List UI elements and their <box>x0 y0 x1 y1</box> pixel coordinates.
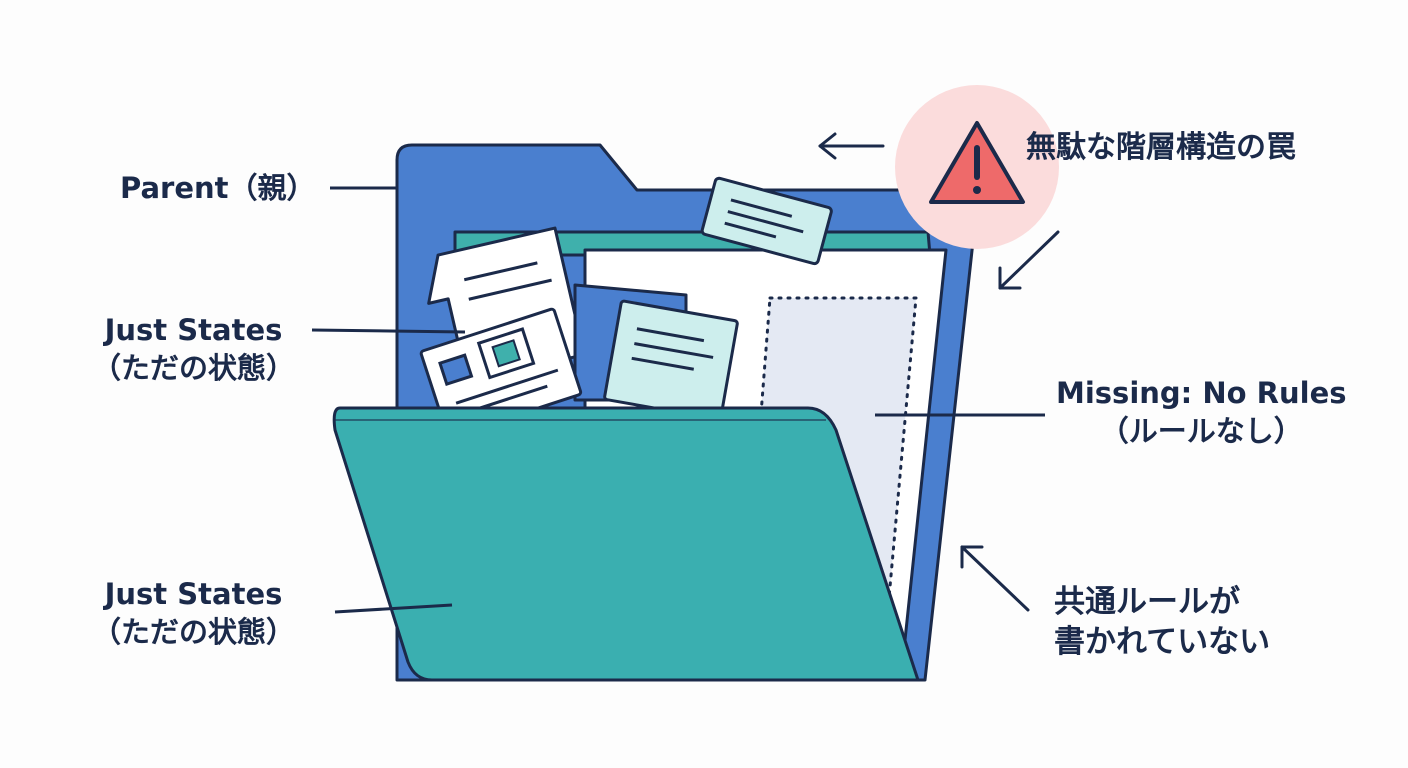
warning-triangle-icon <box>929 121 1025 204</box>
arrow-down-left-icon <box>998 230 1060 290</box>
label-parent-text: Parent（親） <box>120 171 316 205</box>
sticky-note-front <box>603 299 739 421</box>
label-just-states-bottom-line2: （ただの状態） <box>92 614 296 649</box>
connector-states-bottom <box>334 603 453 614</box>
label-just-states-bottom-line1: Just States <box>104 577 283 611</box>
arrow-left-icon <box>818 132 885 160</box>
label-just-states-bottom: Just States （ただの状態） <box>92 576 295 651</box>
arrow-up-left-icon <box>960 545 1030 612</box>
label-hierarchy-trap: 無駄な階層構造の罠 <box>1026 128 1296 167</box>
connector-states-top <box>311 328 466 334</box>
label-missing-rules: Missing: No Rules （ルールなし） <box>1056 375 1347 450</box>
label-no-common-rules: 共通ルールが 書かれていない <box>1054 582 1270 663</box>
label-just-states-top: Just States （ただの状態） <box>92 312 295 387</box>
label-just-states-top-line1: Just States <box>104 313 283 347</box>
sticky-note-top <box>700 176 833 266</box>
label-just-states-top-line2: （ただの状態） <box>92 350 296 385</box>
label-missing-line1: Missing: No Rules <box>1056 376 1347 410</box>
front-folder <box>332 406 920 682</box>
label-trap-text: 無駄な階層構造の罠 <box>1026 130 1296 165</box>
label-missing-line2: （ルールなし） <box>1099 413 1303 448</box>
label-no-rules-line2: 書かれていない <box>1054 624 1271 661</box>
label-parent: Parent（親） <box>120 170 316 208</box>
label-no-rules-line1: 共通ルールが <box>1054 584 1240 620</box>
image-document <box>419 307 583 439</box>
